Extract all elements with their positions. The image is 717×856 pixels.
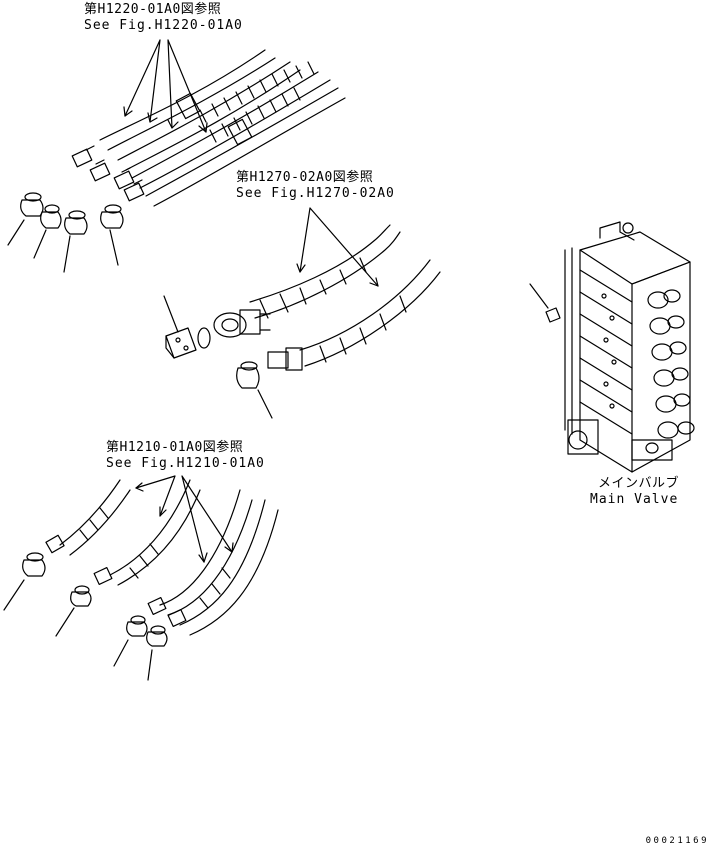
ref-h1270-jp: 第H1270-02A0図参照 bbox=[236, 170, 374, 185]
ref-h1210-en: See Fig.H1210-01A0 bbox=[106, 456, 265, 471]
ref-h1220-en: See Fig.H1220-01A0 bbox=[84, 18, 243, 33]
hose-group-middle bbox=[163, 207, 441, 419]
main-valve-label-jp: メインバルブ bbox=[598, 476, 680, 491]
hose-group-top bbox=[7, 39, 346, 273]
ref-h1220-jp: 第H1220-01A0図参照 bbox=[84, 2, 222, 17]
drawing-code: 00021169 bbox=[645, 836, 709, 846]
ref-h1270-en: See Fig.H1270-02A0 bbox=[236, 186, 395, 201]
ref-h1210-jp: 第H1210-01A0図参照 bbox=[106, 440, 244, 455]
main-valve-drawing bbox=[529, 221, 695, 473]
hose-group-bottom bbox=[3, 475, 279, 681]
main-valve-label-en: Main Valve bbox=[590, 492, 679, 507]
